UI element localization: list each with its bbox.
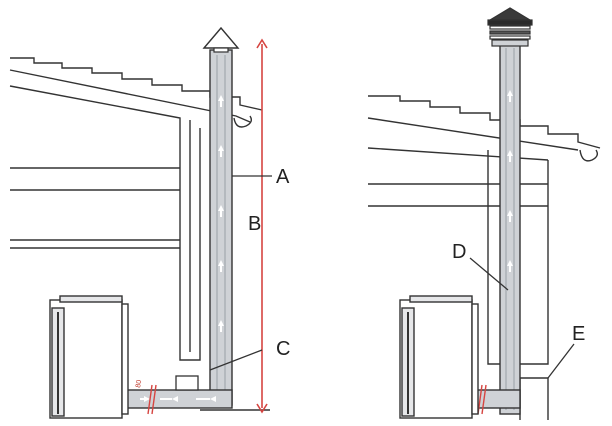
left-dimension xyxy=(256,38,268,414)
left-flow-arrows xyxy=(218,95,224,332)
left-connector: 80 xyxy=(117,375,233,415)
right-stove xyxy=(399,295,479,419)
left-pipe-mark: 80 xyxy=(135,379,143,388)
left-chimney-cap xyxy=(202,26,240,49)
right-gutter xyxy=(579,149,599,162)
callout-c: C xyxy=(276,338,290,360)
right-roof-top xyxy=(368,95,601,149)
right-roof-bottom xyxy=(367,117,579,151)
right-ceiling xyxy=(367,147,549,161)
left-gutter xyxy=(233,115,253,128)
left-stove xyxy=(49,295,129,419)
left-ceiling xyxy=(9,85,201,361)
leader-d xyxy=(469,257,509,291)
right-chimney-cap xyxy=(487,7,533,47)
callout-d: D xyxy=(452,241,466,263)
callout-a: A xyxy=(276,166,290,188)
right-chimney xyxy=(487,7,533,415)
right-foundation xyxy=(520,377,549,420)
leader-e xyxy=(547,343,575,379)
callout-e: E xyxy=(572,323,585,345)
right-flow-arrows xyxy=(507,90,513,272)
left-roof-bottom xyxy=(9,69,251,123)
callout-b: B xyxy=(248,213,261,235)
left-leaders xyxy=(209,175,272,371)
leader-c xyxy=(209,349,263,371)
left-chimney xyxy=(202,26,240,406)
right-leaders xyxy=(469,257,575,379)
